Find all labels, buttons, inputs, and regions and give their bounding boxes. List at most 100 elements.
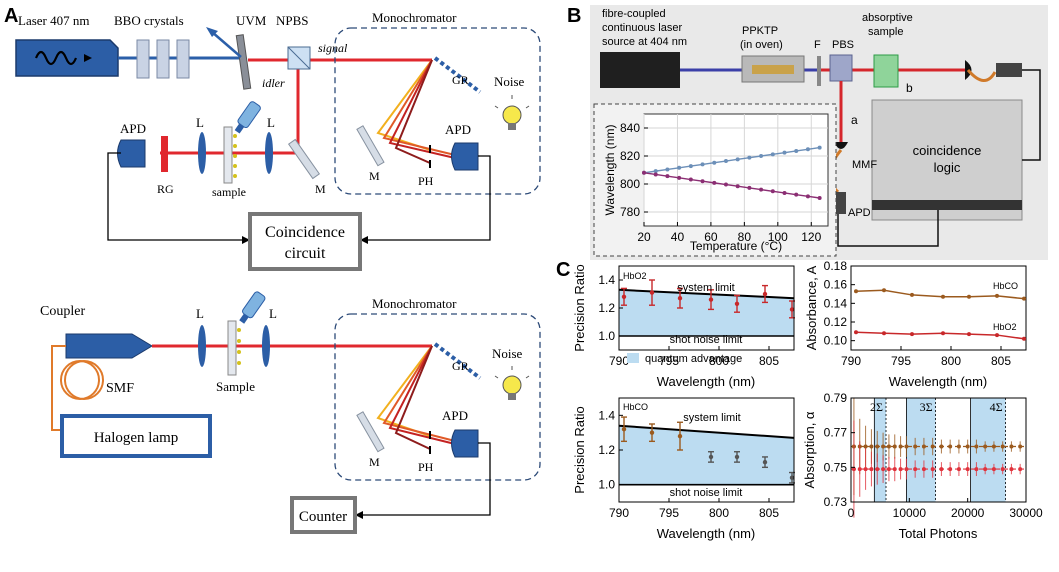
data-point [886,467,891,472]
inset-xlabel: Temperature (°C) [690,239,782,253]
y-tick-label: 0.14 [824,296,848,310]
y-tick-label: 0.75 [824,460,848,474]
inset-point [747,185,752,190]
panel-c-label: C [556,259,570,281]
c4-axes [850,397,1027,503]
apd-right [451,142,479,171]
x-tick-label: 795 [891,354,911,368]
smf-label: SMF [106,381,134,396]
data-point [1009,467,1014,472]
c3-ylabel: Precision Ratio [572,406,587,493]
sigma-label: 2Σ [870,400,883,414]
wire-arrow-icon [355,511,363,519]
data-point [881,467,886,472]
sample-dot [233,134,237,138]
inset-point [712,180,717,185]
x-tick-label: 790 [609,354,629,368]
inset-point [747,155,752,160]
absorbance-point [910,332,914,337]
data-point [965,467,970,472]
reflected-pump [211,31,242,58]
inset-point [700,179,705,184]
data-point [734,301,740,306]
filter-f [817,56,821,86]
x-tick-label: 805 [759,354,779,368]
c2-series-hbo2-label: HbO2 [993,322,1017,332]
inset-marks [642,145,822,200]
lightbulb-icon [494,366,530,400]
lens-l1-label: L [196,115,204,130]
c3-shot-noise-label: shot noise limit [670,487,743,499]
sample-dot [237,328,241,332]
legend-quantum-advantage: quantum advantage [645,353,742,365]
y-tick-label: 1.2 [598,443,615,457]
ppktp-line2: (in oven) [740,39,783,51]
y-tick-label: 1.4 [598,273,615,287]
data-point [851,467,856,472]
data-point [983,467,988,472]
data-point [991,444,996,449]
data-point [930,467,935,472]
mono-mirror-m [356,125,385,167]
bottom-ph-label: PH [418,460,434,474]
uvm-mirror [235,34,252,90]
inset-point [723,182,728,187]
c2-axes [850,265,1027,351]
inset-point [735,157,740,162]
sample-dot [237,350,241,354]
panel-a-bottom: Coupler L L Sample SMF Halogen lamp Mono… [40,291,541,534]
laser-label: Laser 407 nm [18,13,89,28]
c4-ylabel: Absorption, α [802,411,817,488]
data-point [948,444,953,449]
f-label: F [814,39,821,51]
coincidence-line2: circuit [285,245,326,262]
inset-plot-area [643,113,829,227]
apd-left-label: APD [120,121,146,136]
npbs-diagonal [287,46,311,70]
inset-point [805,147,810,152]
data-point [869,444,874,449]
arm-a-label: a [851,113,858,127]
dispersed-beam-orange [382,345,456,442]
c1-shot-noise-label: shot noise limit [670,334,743,346]
absorbance-point [854,289,858,294]
y-tick-label: 840 [620,121,640,135]
sigma-label: 3Σ [920,400,933,414]
y-tick-label: 0.79 [824,391,848,405]
quantum-advantage-band [619,289,794,336]
inset-point [677,165,682,170]
sample-dot [233,164,237,168]
fiber-coupler-a [834,142,848,149]
uvm-label: UVM [236,13,267,28]
idler-label: idler [262,76,285,90]
bottom-gr-label: GR [452,359,469,373]
data-point [789,307,795,312]
absorptive-line1: absorptive [862,12,913,24]
sigma-region [874,398,886,502]
data-point [892,444,897,449]
panel-a: A Laser 407 nm BBO crystals UVM NPBS sig… [4,5,541,271]
coupler [65,333,153,359]
data-point [921,444,926,449]
fiber-coil-icon [64,360,104,400]
ph-label: PH [418,174,434,188]
panel-b-label: B [567,5,581,27]
pbs-label: PBS [832,39,854,51]
reflected-arrow-icon [206,27,218,37]
inset-ylabel: Wavelength (nm) [603,125,617,216]
absorbance-point [995,333,999,338]
data-point [904,444,909,449]
data-point [939,444,944,449]
bbo-crystal-1 [136,39,150,79]
data-point [904,467,909,472]
data-point [913,444,918,449]
ppktp-crystal [752,65,794,74]
c3-system-limit-label: system limit [683,412,740,424]
inset-point [817,196,822,200]
x-tick-label: 805 [991,354,1011,368]
pipette-icon [234,101,261,134]
data-point [1018,467,1023,472]
